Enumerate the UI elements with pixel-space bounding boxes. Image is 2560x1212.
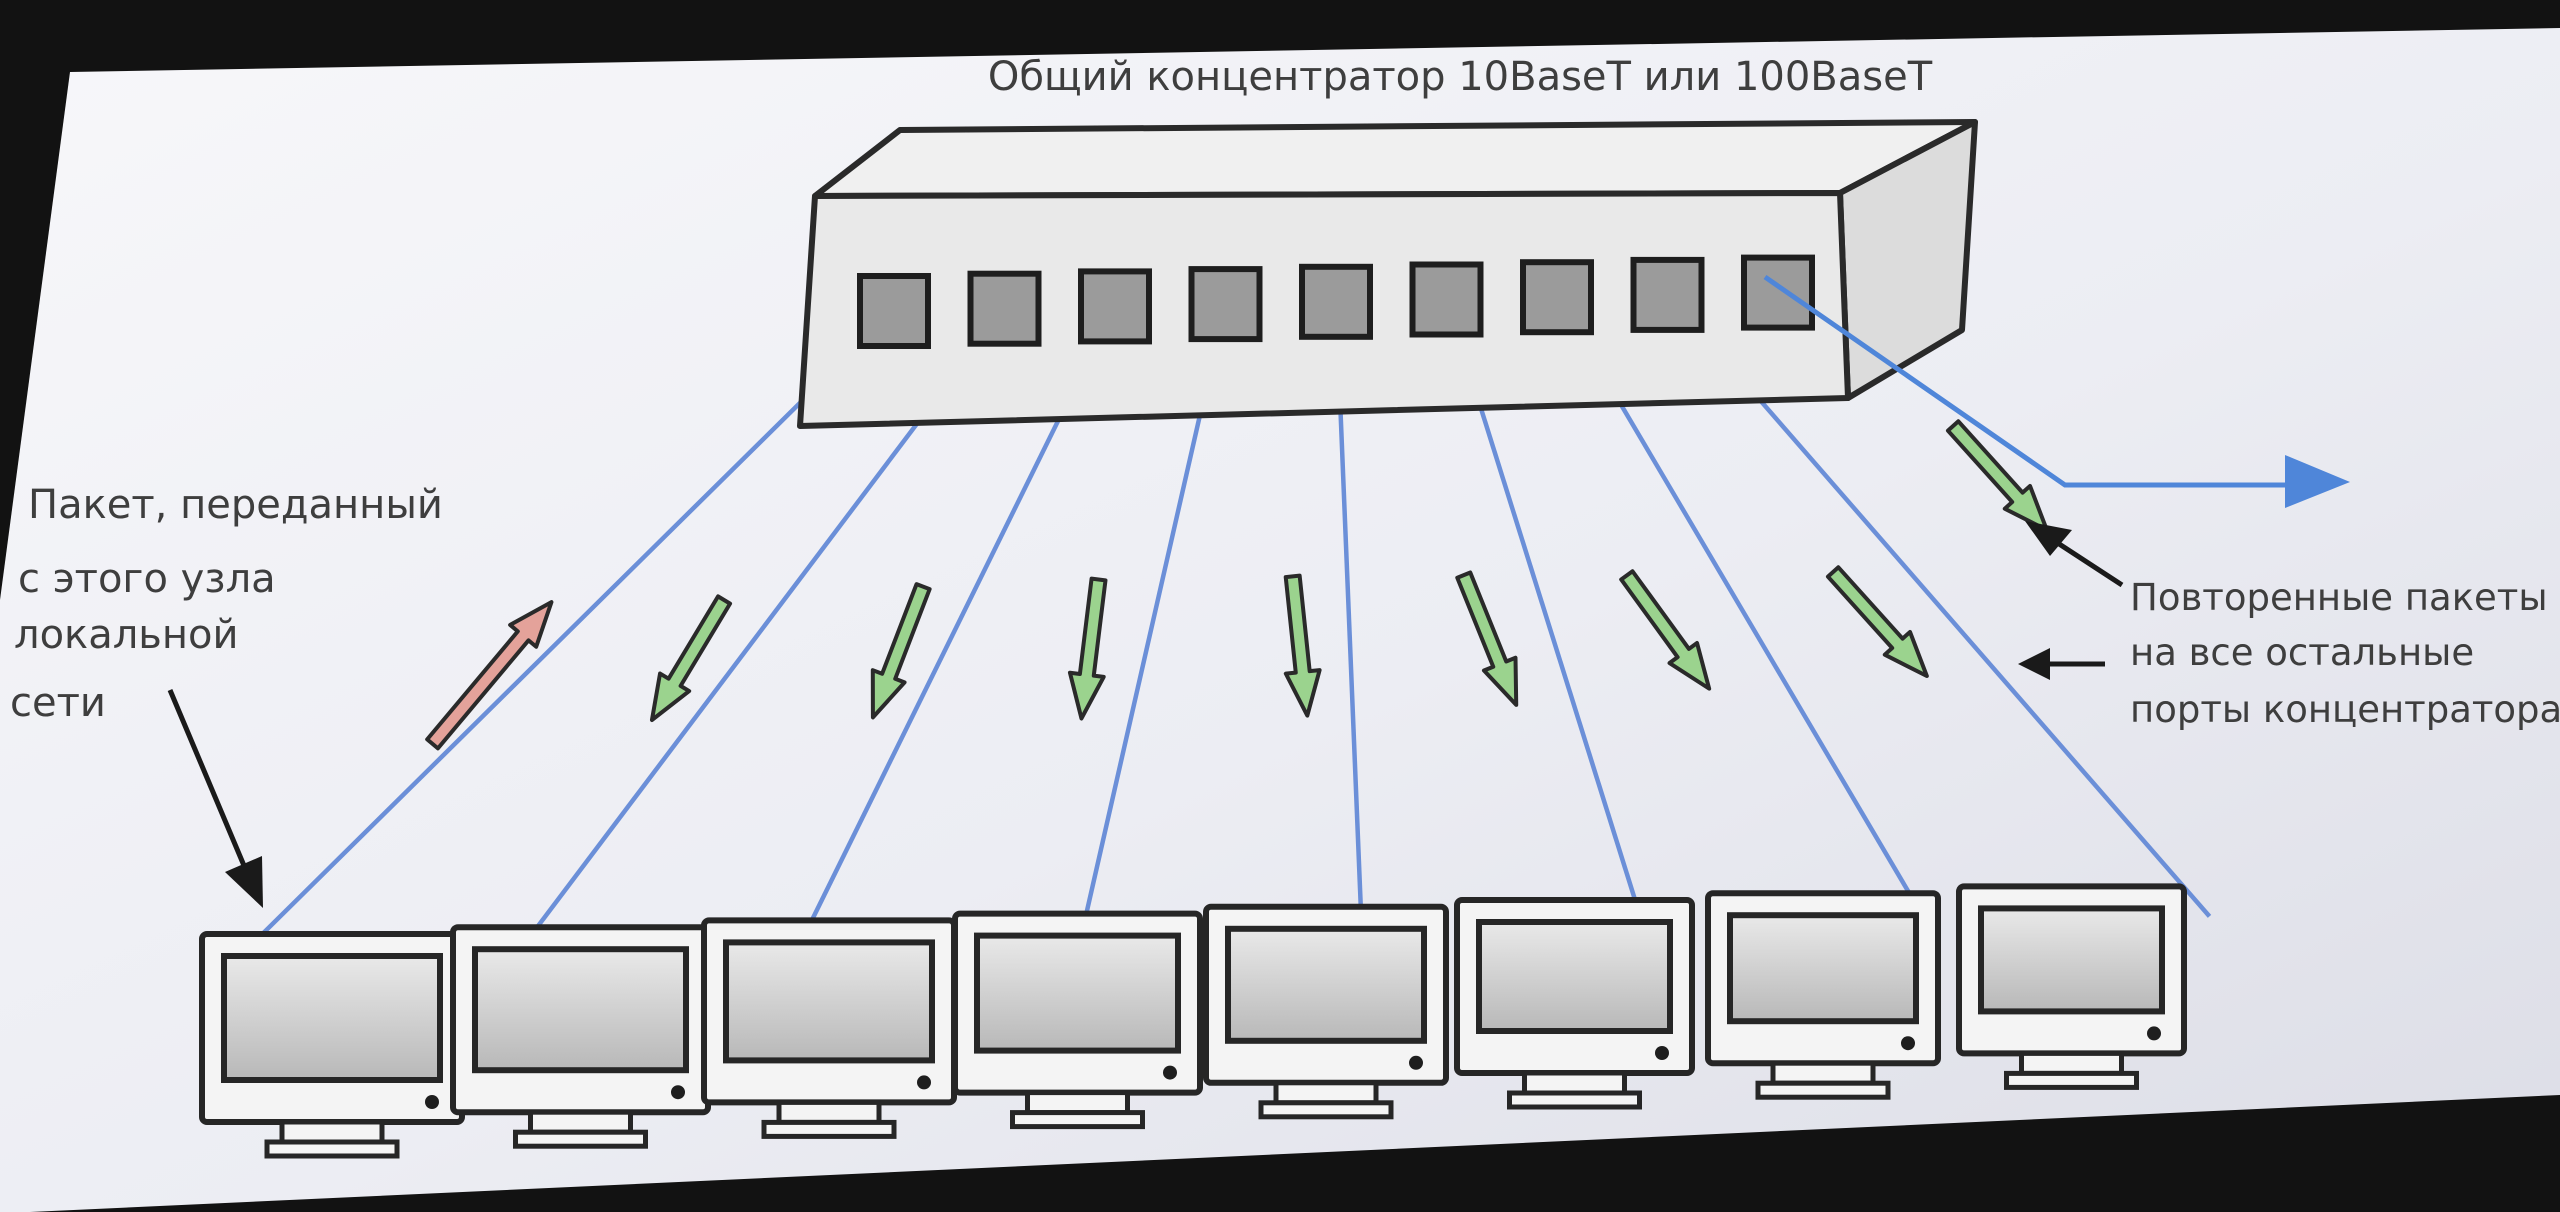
arrow-down-icon (870, 582, 932, 720)
monitor-power-led (917, 1075, 931, 1090)
arrow-down-icon (1619, 569, 1712, 691)
arrow-down-icon (1825, 565, 1929, 679)
monitor-screen (472, 946, 689, 1074)
monitor-power-led (2147, 1026, 2161, 1041)
repeated-packets-note-line-3: порты концентратора (2130, 688, 2560, 731)
hub-port (857, 273, 931, 349)
monitor-icon (1203, 903, 1449, 1120)
packet-arrow-group (425, 419, 2049, 751)
hub-port (1078, 268, 1152, 345)
arrow-down-icon (1945, 419, 2049, 533)
monitor-screen (723, 939, 935, 1064)
monitor-neck (2019, 1050, 2124, 1076)
sent-packet-note-line-1: Пакет, переданный (28, 482, 443, 528)
sent-packet-note: Пакет, переданный с этого узла локальной… (10, 482, 456, 726)
monitor-power-led (1901, 1036, 1915, 1051)
monitor-neck (1522, 1070, 1627, 1096)
sent-packet-note-line-3: локальной (14, 612, 238, 658)
repeated-packets-note-line-2: на все остальные (2130, 631, 2474, 674)
arrow-down-icon (1067, 576, 1108, 721)
monitor-neck (1273, 1080, 1379, 1106)
arrow-down-icon (1283, 573, 1322, 718)
monitor-base (1010, 1110, 1145, 1130)
diagram-title: Общий концентратор 10BaseT или 100BaseT (988, 54, 1933, 100)
hub-port (967, 270, 1042, 347)
monitor-icon (450, 924, 711, 1149)
monitor-power-led (1163, 1065, 1177, 1080)
monitor-base (1755, 1080, 1891, 1100)
hub-port (1630, 256, 1705, 333)
monitor-power-led (1655, 1046, 1669, 1060)
hub-port (1520, 259, 1594, 336)
pointer-arrows (167, 521, 2124, 908)
monitor-neck (279, 1119, 385, 1145)
monitor-screen (1476, 919, 1673, 1034)
sent-packet-note-line-4: сети (10, 680, 106, 726)
monitor-base (1258, 1100, 1394, 1120)
right-pointer-arrowhead-1 (2025, 521, 2072, 556)
monitor-icon (1956, 883, 2187, 1090)
arrow-up-right-icon (425, 600, 554, 751)
hub-port (1299, 263, 1373, 340)
monitor-screen (221, 953, 443, 1083)
monitor-base (264, 1139, 400, 1159)
right-pointer-line-1 (2048, 535, 2124, 588)
monitor-icon (1454, 897, 1695, 1110)
uplink-arrow-right-icon (2285, 455, 2350, 508)
monitor-neck (528, 1109, 633, 1135)
computer-group (199, 883, 2187, 1159)
monitor-base (1507, 1090, 1642, 1110)
monitor-screen (1225, 925, 1427, 1044)
hub-icon (797, 119, 1978, 429)
monitor-neck (776, 1099, 882, 1125)
arrow-down-icon (1455, 570, 1519, 707)
monitor-base (513, 1129, 648, 1149)
monitor-icon (1705, 890, 1941, 1100)
sent-packet-note-line-2: с этого узла (18, 556, 276, 602)
monitor-screen (1978, 905, 2165, 1015)
uplink-link (1763, 274, 2350, 508)
cable-line (230, 308, 896, 966)
repeated-packets-note-line-1: Повторенные пакеты (2130, 576, 2548, 619)
monitor-neck (1025, 1090, 1130, 1116)
hub-port (1188, 266, 1263, 343)
monitor-icon (701, 917, 957, 1139)
left-pointer-line (167, 689, 248, 869)
monitor-power-led (425, 1095, 439, 1109)
uplink-cable (1763, 274, 2290, 488)
arrow-down-icon (649, 594, 733, 723)
hub-port (1409, 261, 1484, 338)
left-pointer-arrowhead (225, 856, 263, 908)
hub-top-face (812, 119, 1978, 199)
monitor-base (761, 1119, 897, 1139)
monitor-neck (1770, 1060, 1876, 1086)
monitor-power-led (1409, 1055, 1423, 1070)
monitor-icon (199, 931, 465, 1159)
monitor-screen (1727, 912, 1919, 1025)
right-pointer-arrowhead-2 (2018, 648, 2050, 680)
monitor-icon (952, 910, 1203, 1130)
monitor-screen (974, 932, 1181, 1054)
monitor-power-led (671, 1085, 685, 1100)
hub-port (1741, 254, 1815, 331)
monitor-base (2004, 1070, 2139, 1090)
repeated-packets-note: Повторенные пакеты на все остальные порт… (2130, 576, 2560, 731)
